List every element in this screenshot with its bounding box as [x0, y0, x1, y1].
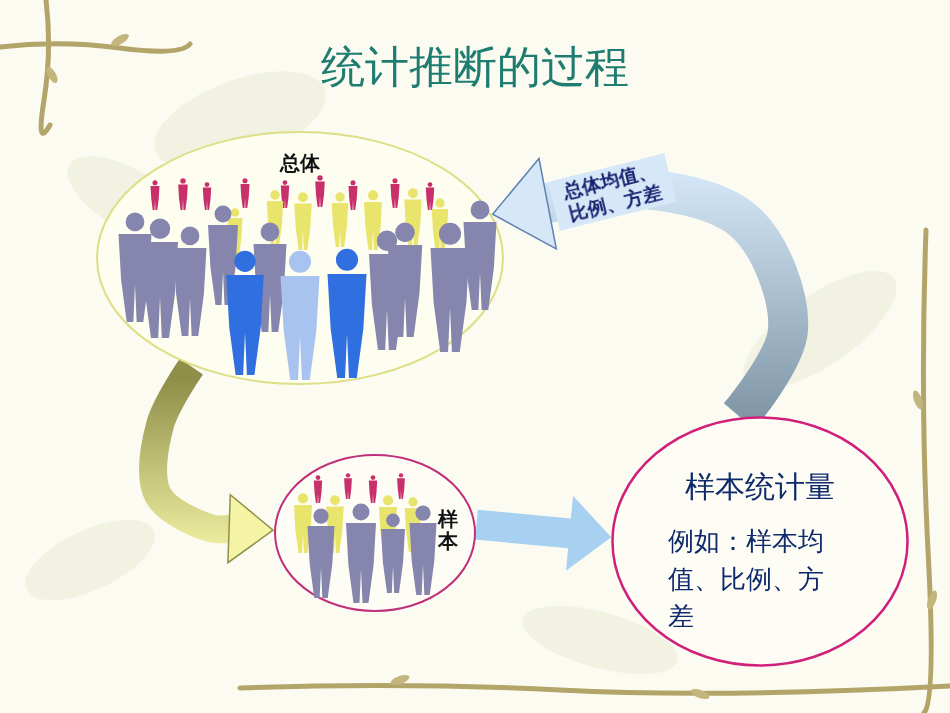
node-body: 例如：样本均值、比例、方差 — [668, 523, 840, 636]
arrow-head — [493, 159, 557, 249]
people-figures — [294, 473, 437, 603]
node-heading: 样本 — [438, 508, 458, 552]
people-figures — [119, 175, 497, 380]
ellipse-outline — [613, 418, 908, 666]
flow-arrow — [476, 498, 610, 570]
ellipse-outline — [275, 455, 475, 611]
node-heading: 总体 — [280, 150, 320, 177]
arrow-head — [567, 498, 610, 570]
arrow-shaft — [476, 525, 572, 534]
node-heading: 样本统计量 — [685, 467, 835, 508]
sample-circle: 样本 — [273, 453, 477, 613]
edge-label: 总体均值、比例、方差 — [548, 153, 676, 230]
population-ellipse: 总体 — [95, 130, 505, 386]
title: 统计推断的过程 — [0, 38, 950, 97]
ellipse-outline — [97, 132, 503, 384]
statistic-circle: 样本统计量例如：样本均值、比例、方差 — [610, 415, 910, 668]
arrow-shaft — [153, 367, 231, 530]
flow-arrow — [153, 367, 273, 563]
arrow-head — [228, 495, 273, 563]
